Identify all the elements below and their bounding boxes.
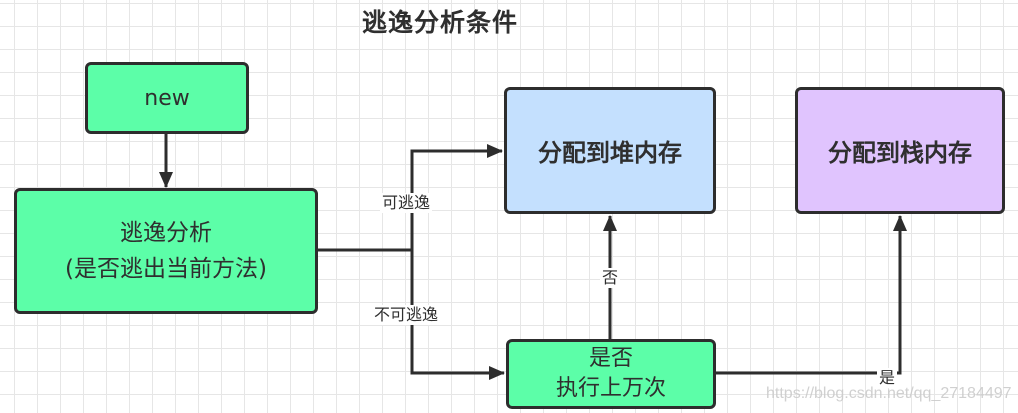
node-execution-check[interactable]: 是否 执行上万次 [506,339,716,409]
edge-label-cannot-escape: 不可逃逸 [372,305,441,325]
edge-label-no: 否 [600,268,621,288]
edge-yes [716,215,907,375]
node-allocate-heap-label: 分配到堆内存 [538,139,682,167]
node-allocate-stack[interactable]: 分配到栈内存 [795,87,1005,214]
edge-label-yes: 是 [877,368,898,388]
node-new-label: new [144,85,190,111]
node-escape-analysis-label: 逃逸分析 (是否逃出当前方法) [65,220,267,282]
node-escape-analysis[interactable]: 逃逸分析 (是否逃出当前方法) [14,188,318,314]
node-execution-check-label: 是否 执行上万次 [555,346,666,401]
diagram-title: 逃逸分析条件 [361,8,518,37]
node-allocate-stack-label: 分配到栈内存 [828,139,972,167]
node-allocate-heap[interactable]: 分配到堆内存 [504,87,716,214]
edge-label-can-escape: 可逃逸 [380,193,433,213]
watermark: https://blog.csdn.net/qq_27184497 [766,385,1012,402]
node-new[interactable]: new [85,62,249,134]
